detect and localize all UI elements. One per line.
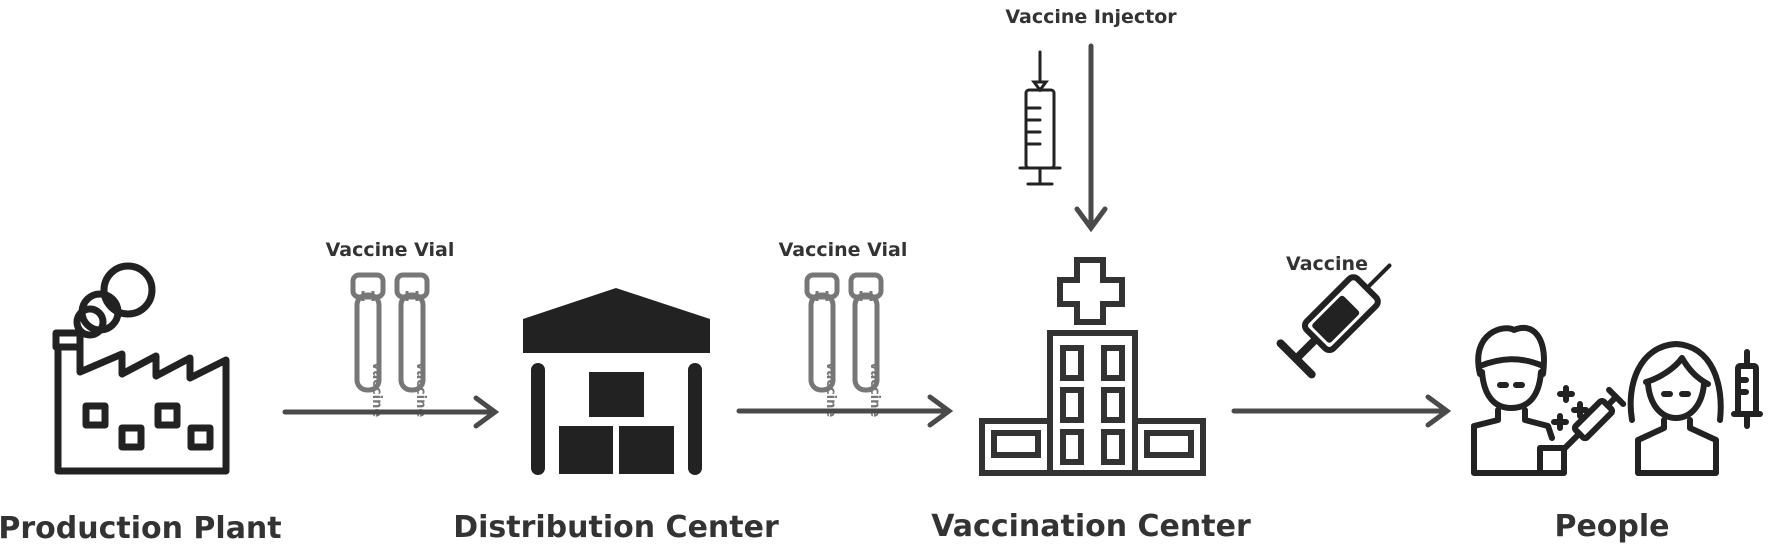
node-label-people: People: [1554, 509, 1669, 544]
node-label-distribution-center: Distribution Center: [453, 510, 779, 545]
warehouse-icon: [523, 288, 710, 475]
node-label-production-plant: Production Plant: [0, 511, 282, 546]
arrow-plant-to-distribution: [282, 395, 500, 429]
node-label-vaccination-center: Vaccination Center: [931, 509, 1251, 544]
edge-label-plant-to-distribution: Vaccine Vial: [326, 239, 455, 261]
arrow-center-to-people: [1231, 394, 1452, 428]
svg-text:vaccine: vaccine: [413, 362, 428, 417]
edge-label-injector-to-center: Vaccine Injector: [1005, 6, 1177, 28]
svg-text:vaccine: vaccine: [867, 362, 882, 417]
svg-text:vaccine: vaccine: [823, 362, 838, 417]
arrow-distribution-to-center: [736, 394, 954, 428]
edge-label-center-to-people: Vaccine: [1286, 253, 1368, 275]
vial-icon: vaccine: [397, 275, 428, 417]
vial-icon: vaccine: [851, 275, 882, 417]
hospital-icon: [979, 257, 1206, 476]
person-icon: [1471, 324, 1763, 476]
vial-icon: vaccine: [353, 275, 384, 417]
syringe-icon: [1276, 263, 1392, 379]
vial-icon: vaccine: [807, 275, 838, 417]
edge-label-distribution-to-center: Vaccine Vial: [779, 239, 908, 261]
factory-icon: [52, 262, 230, 475]
syringe-icon: [1018, 50, 1062, 186]
arrow-injector-to-center: [1074, 43, 1108, 233]
svg-text:vaccine: vaccine: [369, 362, 384, 417]
